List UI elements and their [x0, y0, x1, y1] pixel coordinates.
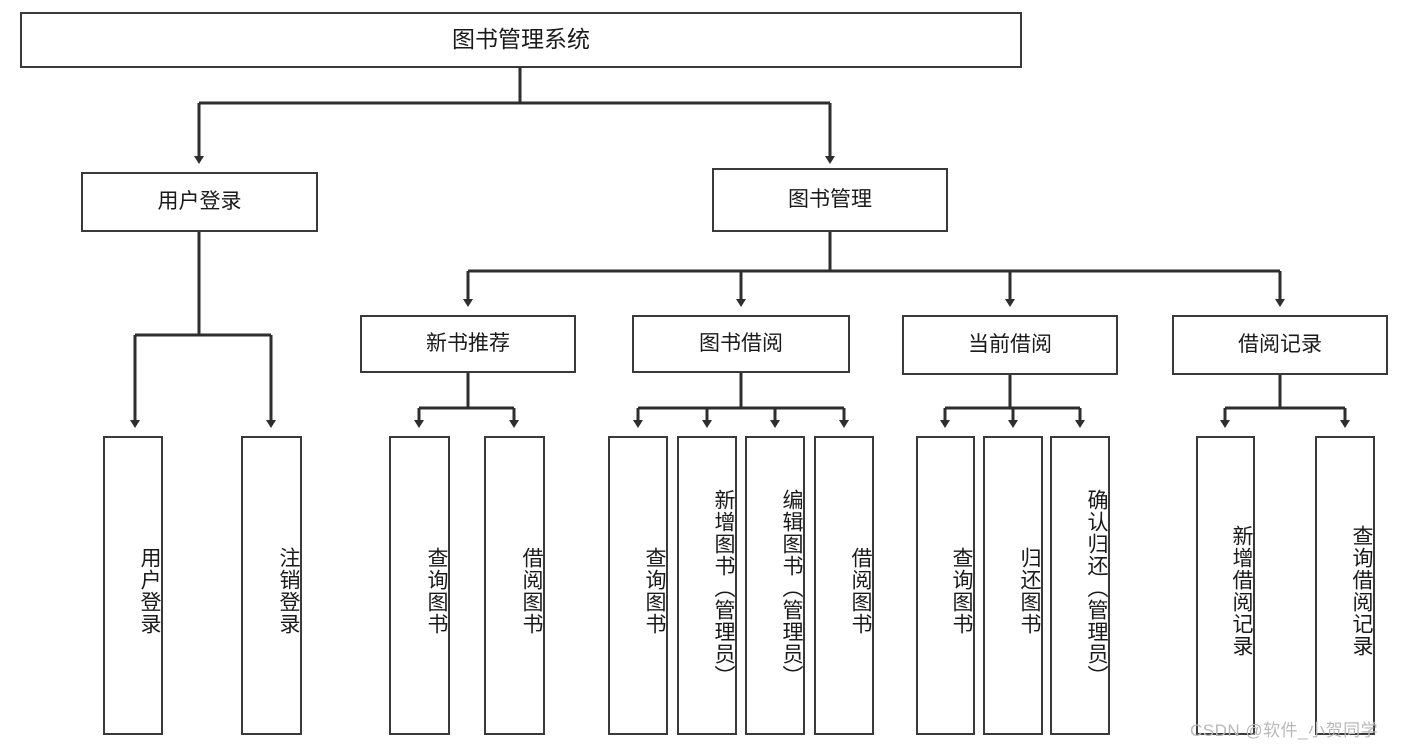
leaf-borrow-borrow-book[interactable]: 借阅图书 — [814, 436, 874, 735]
leaf-borrow-edit-book-admin[interactable]: 编辑图书（管理员） — [745, 436, 805, 735]
leaf-borrow-add-book-admin[interactable]: 新增图书（管理员） — [677, 436, 737, 735]
node-book-borrow[interactable]: 图书借阅 — [632, 315, 850, 373]
node-new-book-recommend[interactable]: 新书推荐 — [360, 315, 576, 373]
leaf-borrow-query-book[interactable]: 查询图书 — [608, 436, 668, 735]
leaf-new-book-query[interactable]: 查询图书 — [389, 436, 450, 735]
node-current-borrow[interactable]: 当前借阅 — [902, 315, 1118, 375]
node-root-system[interactable]: 图书管理系统 — [20, 12, 1022, 68]
leaf-record-query-record[interactable]: 查询借阅记录 — [1315, 436, 1375, 735]
leaf-current-return-book[interactable]: 归还图书 — [983, 436, 1043, 735]
leaf-user-login-login[interactable]: 用户登录 — [103, 436, 163, 735]
node-borrow-record[interactable]: 借阅记录 — [1172, 315, 1388, 375]
node-book-management[interactable]: 图书管理 — [712, 168, 948, 232]
leaf-current-confirm-return-admin[interactable]: 确认归还（管理员） — [1050, 436, 1110, 735]
leaf-new-book-borrow[interactable]: 借阅图书 — [484, 436, 545, 735]
leaf-current-query-book[interactable]: 查询图书 — [916, 436, 975, 735]
csdn-watermark: CSDN @软件_小贺同学 — [1190, 721, 1379, 740]
leaf-record-add-record[interactable]: 新增借阅记录 — [1196, 436, 1255, 735]
leaf-user-login-logout[interactable]: 注销登录 — [241, 436, 302, 735]
node-user-login[interactable]: 用户登录 — [81, 172, 318, 232]
